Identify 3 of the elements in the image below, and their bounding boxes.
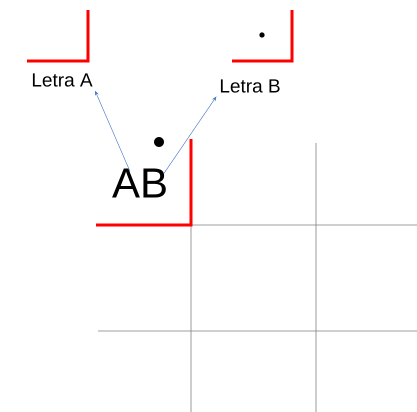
- text-label: Letra B: [220, 79, 280, 93]
- text-label: AB: [112, 168, 166, 198]
- text-label: Letra A: [32, 73, 93, 87]
